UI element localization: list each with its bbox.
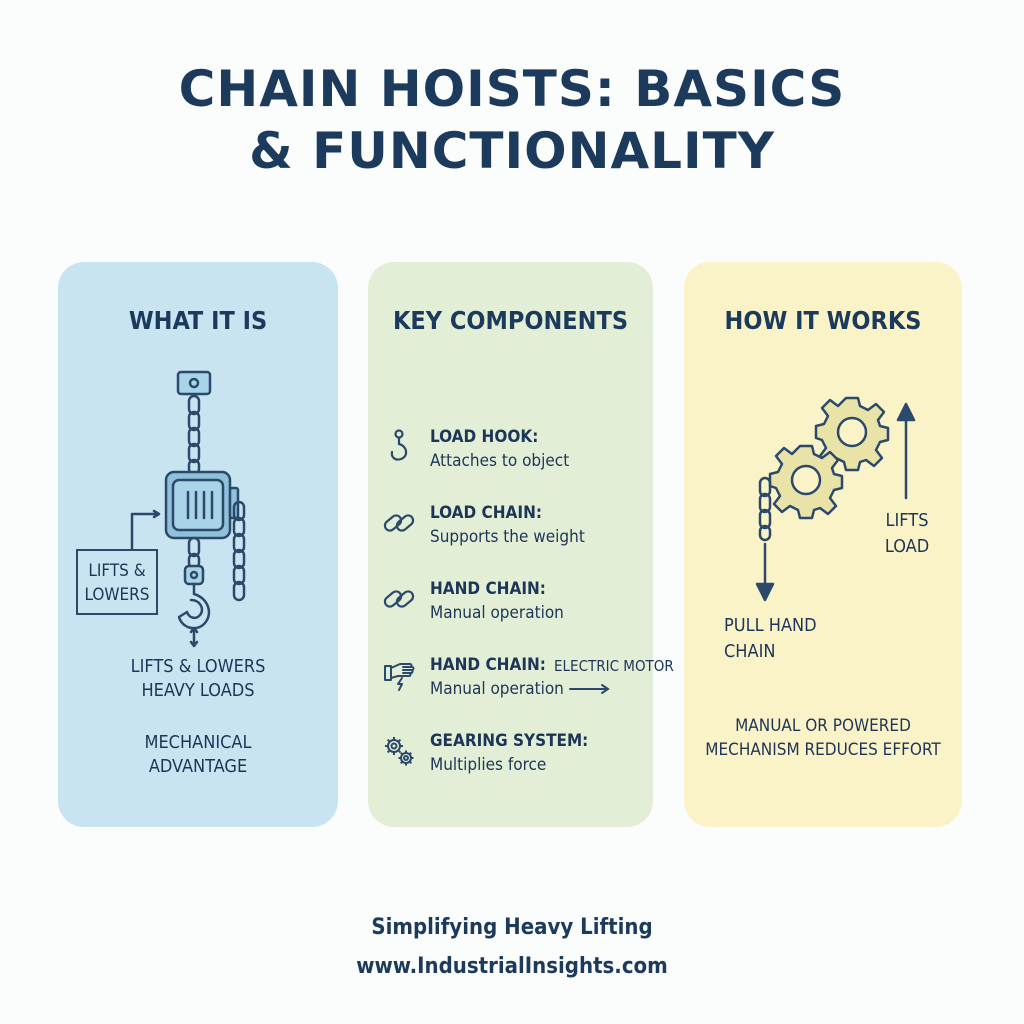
title-line-1: CHAIN HOISTS: BASICS <box>178 60 846 118</box>
note-line-2: ADVANTAGE <box>148 756 248 777</box>
title-line-2: & FUNCTIONALITY <box>249 122 775 180</box>
panel-title-what-it-is: WHAT IT IS <box>128 306 268 335</box>
panel-what-it-is: WHAT IT IS <box>58 262 338 827</box>
component-name-1: LOAD HOOK: <box>430 427 539 447</box>
component-desc-5: Multiplies force <box>430 755 547 775</box>
component-name-3: HAND CHAIN: <box>430 579 546 599</box>
footer-tagline: Simplifying Heavy Lifting <box>371 915 653 940</box>
chain-link-icon <box>383 514 415 532</box>
panel-title-key-components: KEY COMPONENTS <box>392 306 629 335</box>
component-desc-4: Manual operation <box>430 679 564 699</box>
gear-mechanism-illustration <box>755 396 916 602</box>
summary-line-2: MECHANISM REDUCES EFFORT <box>705 740 941 760</box>
callout-line-1: LIFTS & <box>88 561 146 581</box>
pull-chain-line-1: PULL HAND <box>724 615 817 636</box>
summary-line-1: MANUAL OR POWERED <box>735 716 911 736</box>
caption-line-1: LIFTS & LOWERS <box>130 656 266 677</box>
chain-link-icon <box>383 590 415 608</box>
component-name-5: GEARING SYSTEM: <box>430 731 589 751</box>
caption-line-2: HEAVY LOADS <box>141 680 255 701</box>
panel-key-components: KEY COMPONENTS LOAD HOOK: Attaches to ob… <box>368 262 674 827</box>
chain-hoist-illustration <box>130 370 246 648</box>
panel-how-it-works: HOW IT WORKS <box>684 262 962 827</box>
component-desc-2: Supports the weight <box>430 527 585 547</box>
hook-icon <box>390 429 408 461</box>
component-name-4: HAND CHAIN: <box>430 655 546 675</box>
hand-lightning-icon <box>384 663 415 691</box>
gears-icon <box>385 737 414 766</box>
footer-url[interactable]: www.IndustrialInsights.com <box>356 954 668 979</box>
lifts-load-line-1: LIFTS <box>885 510 929 531</box>
page-title: CHAIN HOISTS: BASICS & FUNCTIONALITY <box>0 58 1024 182</box>
component-name-2: LOAD CHAIN: <box>430 503 543 523</box>
lifts-load-line-2: LOAD <box>884 536 930 557</box>
note-line-1: MECHANICAL <box>144 732 252 753</box>
lifts-lowers-callout-box <box>76 549 158 615</box>
callout-line-2: LOWERS <box>84 585 150 605</box>
component-desc-3: Manual operation <box>430 603 564 623</box>
pull-chain-line-2: CHAIN <box>724 641 776 662</box>
electric-motor-label: ELECTRIC MOTOR <box>554 657 674 675</box>
panel-title-how-it-works: HOW IT WORKS <box>724 306 922 335</box>
arrow-right-icon <box>569 684 610 694</box>
component-desc-1: Attaches to object <box>430 451 570 471</box>
